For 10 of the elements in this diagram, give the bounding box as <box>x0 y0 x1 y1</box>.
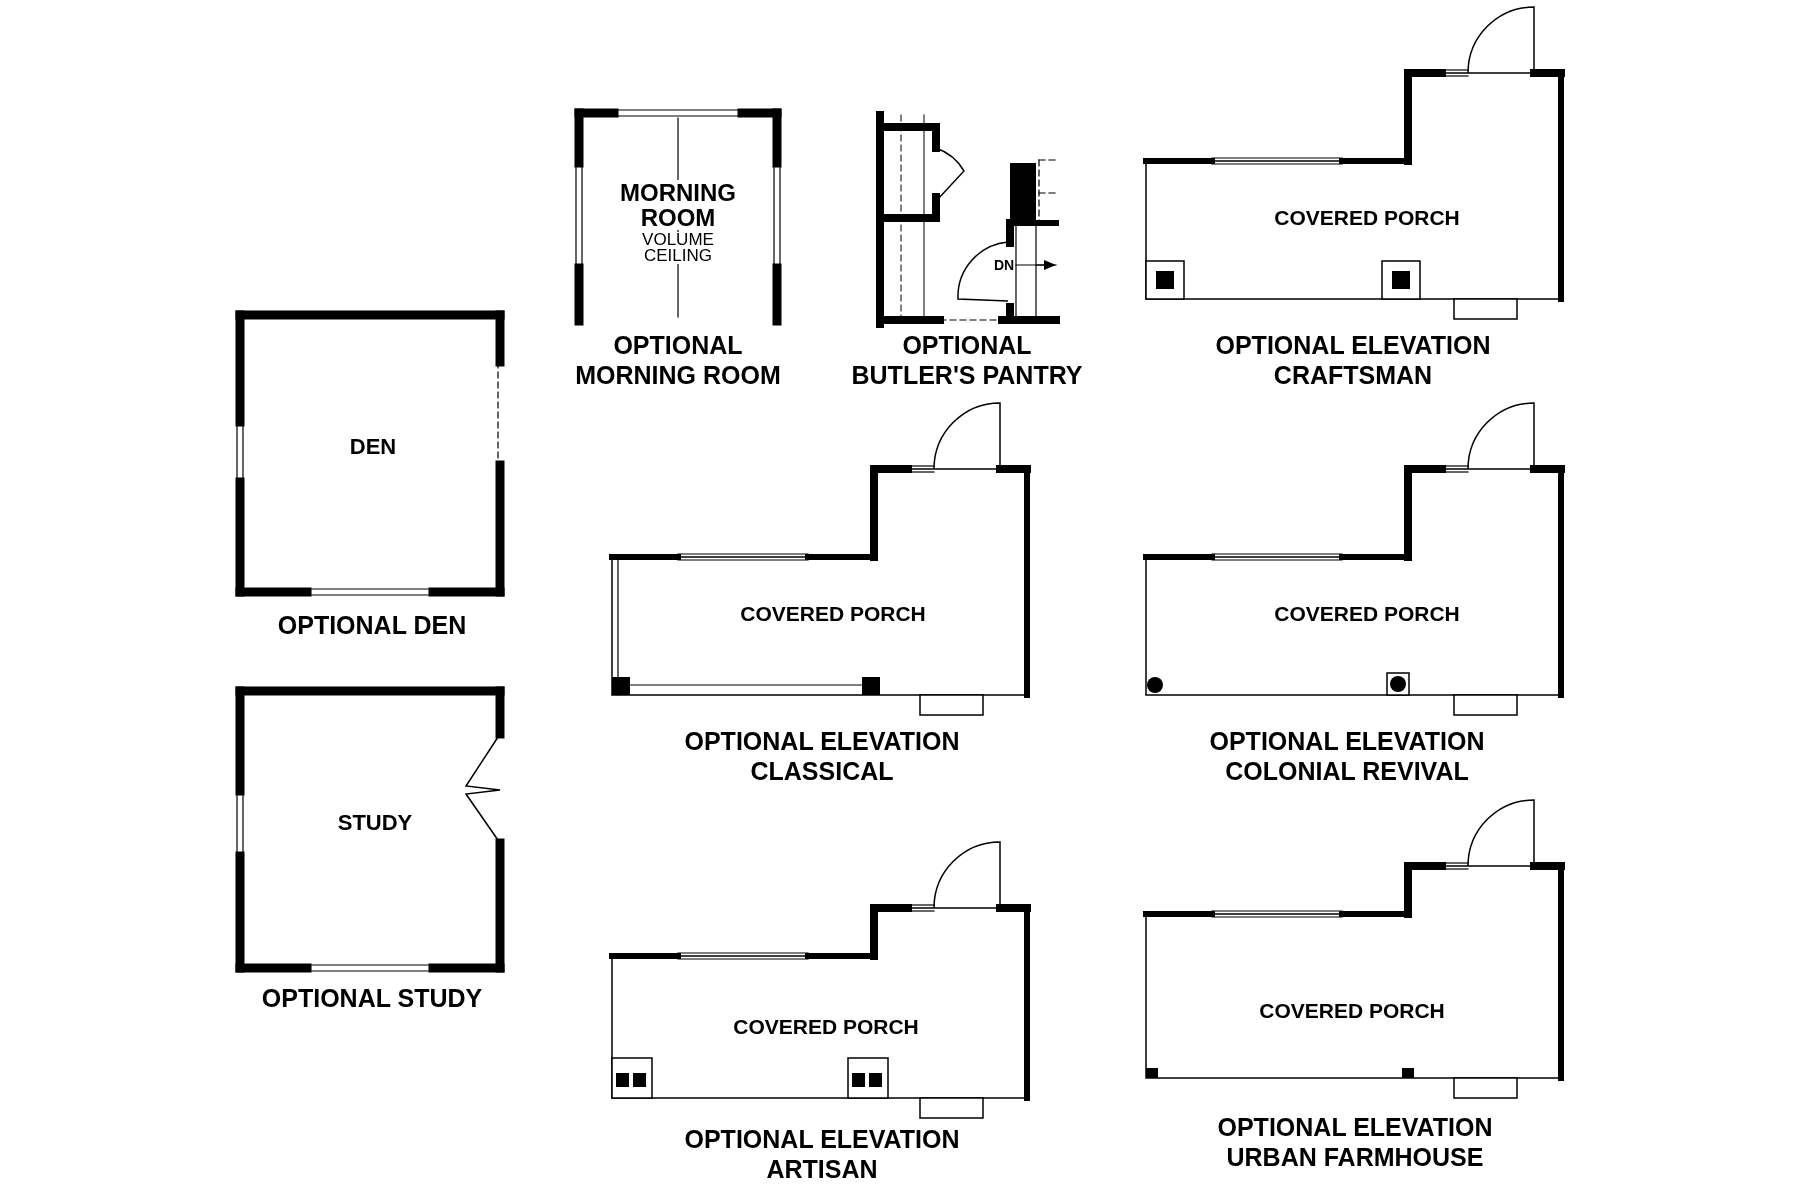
plan-caption: OPTIONAL STUDY <box>261 983 483 1013</box>
plan-caption: OPTIONAL DEN <box>277 610 467 640</box>
room-label: DN <box>993 258 1015 273</box>
plan-caption: OPTIONAL ELEVATION CLASSICAL <box>683 726 961 786</box>
plan-caption: OPTIONAL ELEVATION CRAFTSMAN <box>1214 330 1492 390</box>
plan-caption: OPTIONAL BUTLER'S PANTRY <box>850 330 1084 390</box>
plan-caption: OPTIONAL ELEVATION COLONIAL REVIVAL <box>1208 726 1486 786</box>
plan-caption: OPTIONAL ELEVATION URBAN FARMHOUSE <box>1216 1112 1494 1172</box>
plan-caption: OPTIONAL ELEVATION ARTISAN <box>683 1124 961 1184</box>
plan-caption: OPTIONAL MORNING ROOM <box>574 330 782 390</box>
